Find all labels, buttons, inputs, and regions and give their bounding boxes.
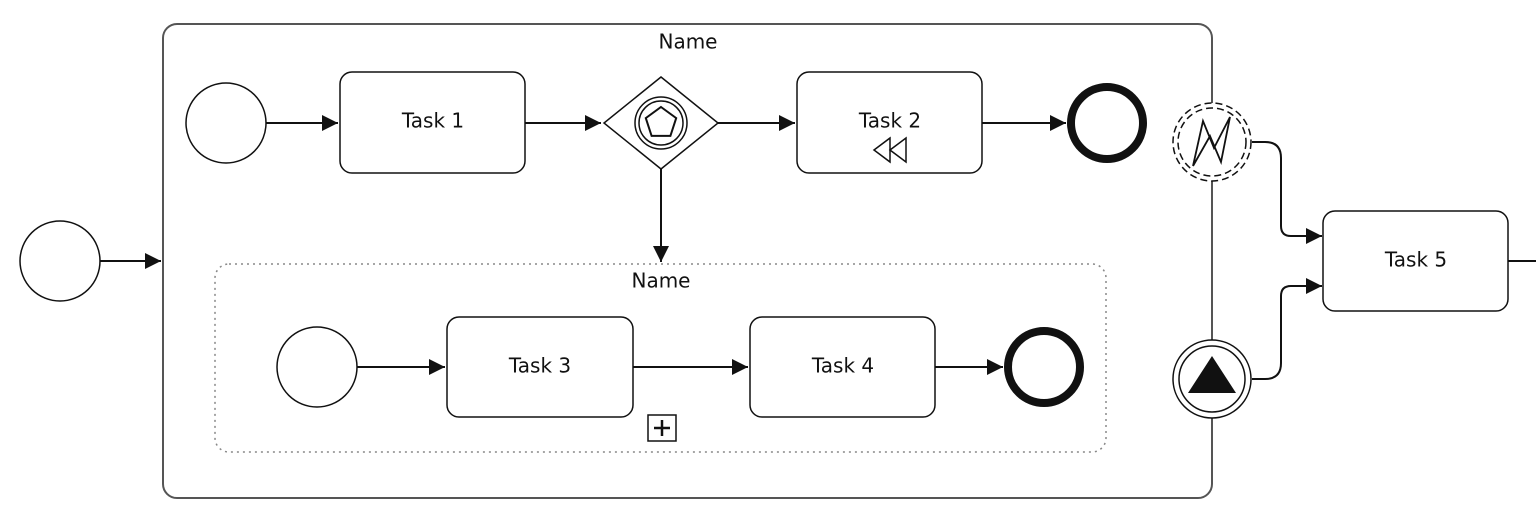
task-1[interactable]: Task 1 [339,71,526,174]
escalation-boundary-event[interactable] [1172,339,1252,419]
outer-subprocess[interactable] [162,23,1213,499]
task-1-label: Task 1 [401,109,464,133]
task-2[interactable]: Task 2 [796,71,983,174]
task-4[interactable]: Task 4 [749,316,936,418]
start-event[interactable] [19,220,101,302]
task-5[interactable]: Task 5 [1322,210,1509,312]
inner-start-event[interactable] [276,326,358,408]
flow-escalation-boundary-to-task5[interactable] [1252,278,1322,380]
event-based-gateway-icon [634,96,688,150]
inner-subprocess-label: Name [631,269,690,293]
event-based-gateway[interactable] [602,76,720,170]
error-icon [1192,116,1231,167]
collapsed-subprocess-plus-icon[interactable] [647,414,677,442]
flow-error-boundary-to-task5[interactable] [1252,141,1322,244]
task-4-label: Task 4 [811,354,874,378]
end-event[interactable] [1067,83,1147,163]
task-2-label: Task 2 [858,109,921,133]
error-boundary-event[interactable] [1172,102,1252,182]
outer-subprocess-label: Name [658,30,717,54]
task-3[interactable]: Task 3 [446,316,634,418]
subprocess-start-event[interactable] [185,82,267,164]
task-5-label: Task 5 [1384,248,1447,272]
escalation-icon [1188,356,1236,393]
inner-end-event[interactable] [1004,327,1084,407]
task-3-label: Task 3 [508,354,571,378]
compensation-icon [872,136,907,164]
